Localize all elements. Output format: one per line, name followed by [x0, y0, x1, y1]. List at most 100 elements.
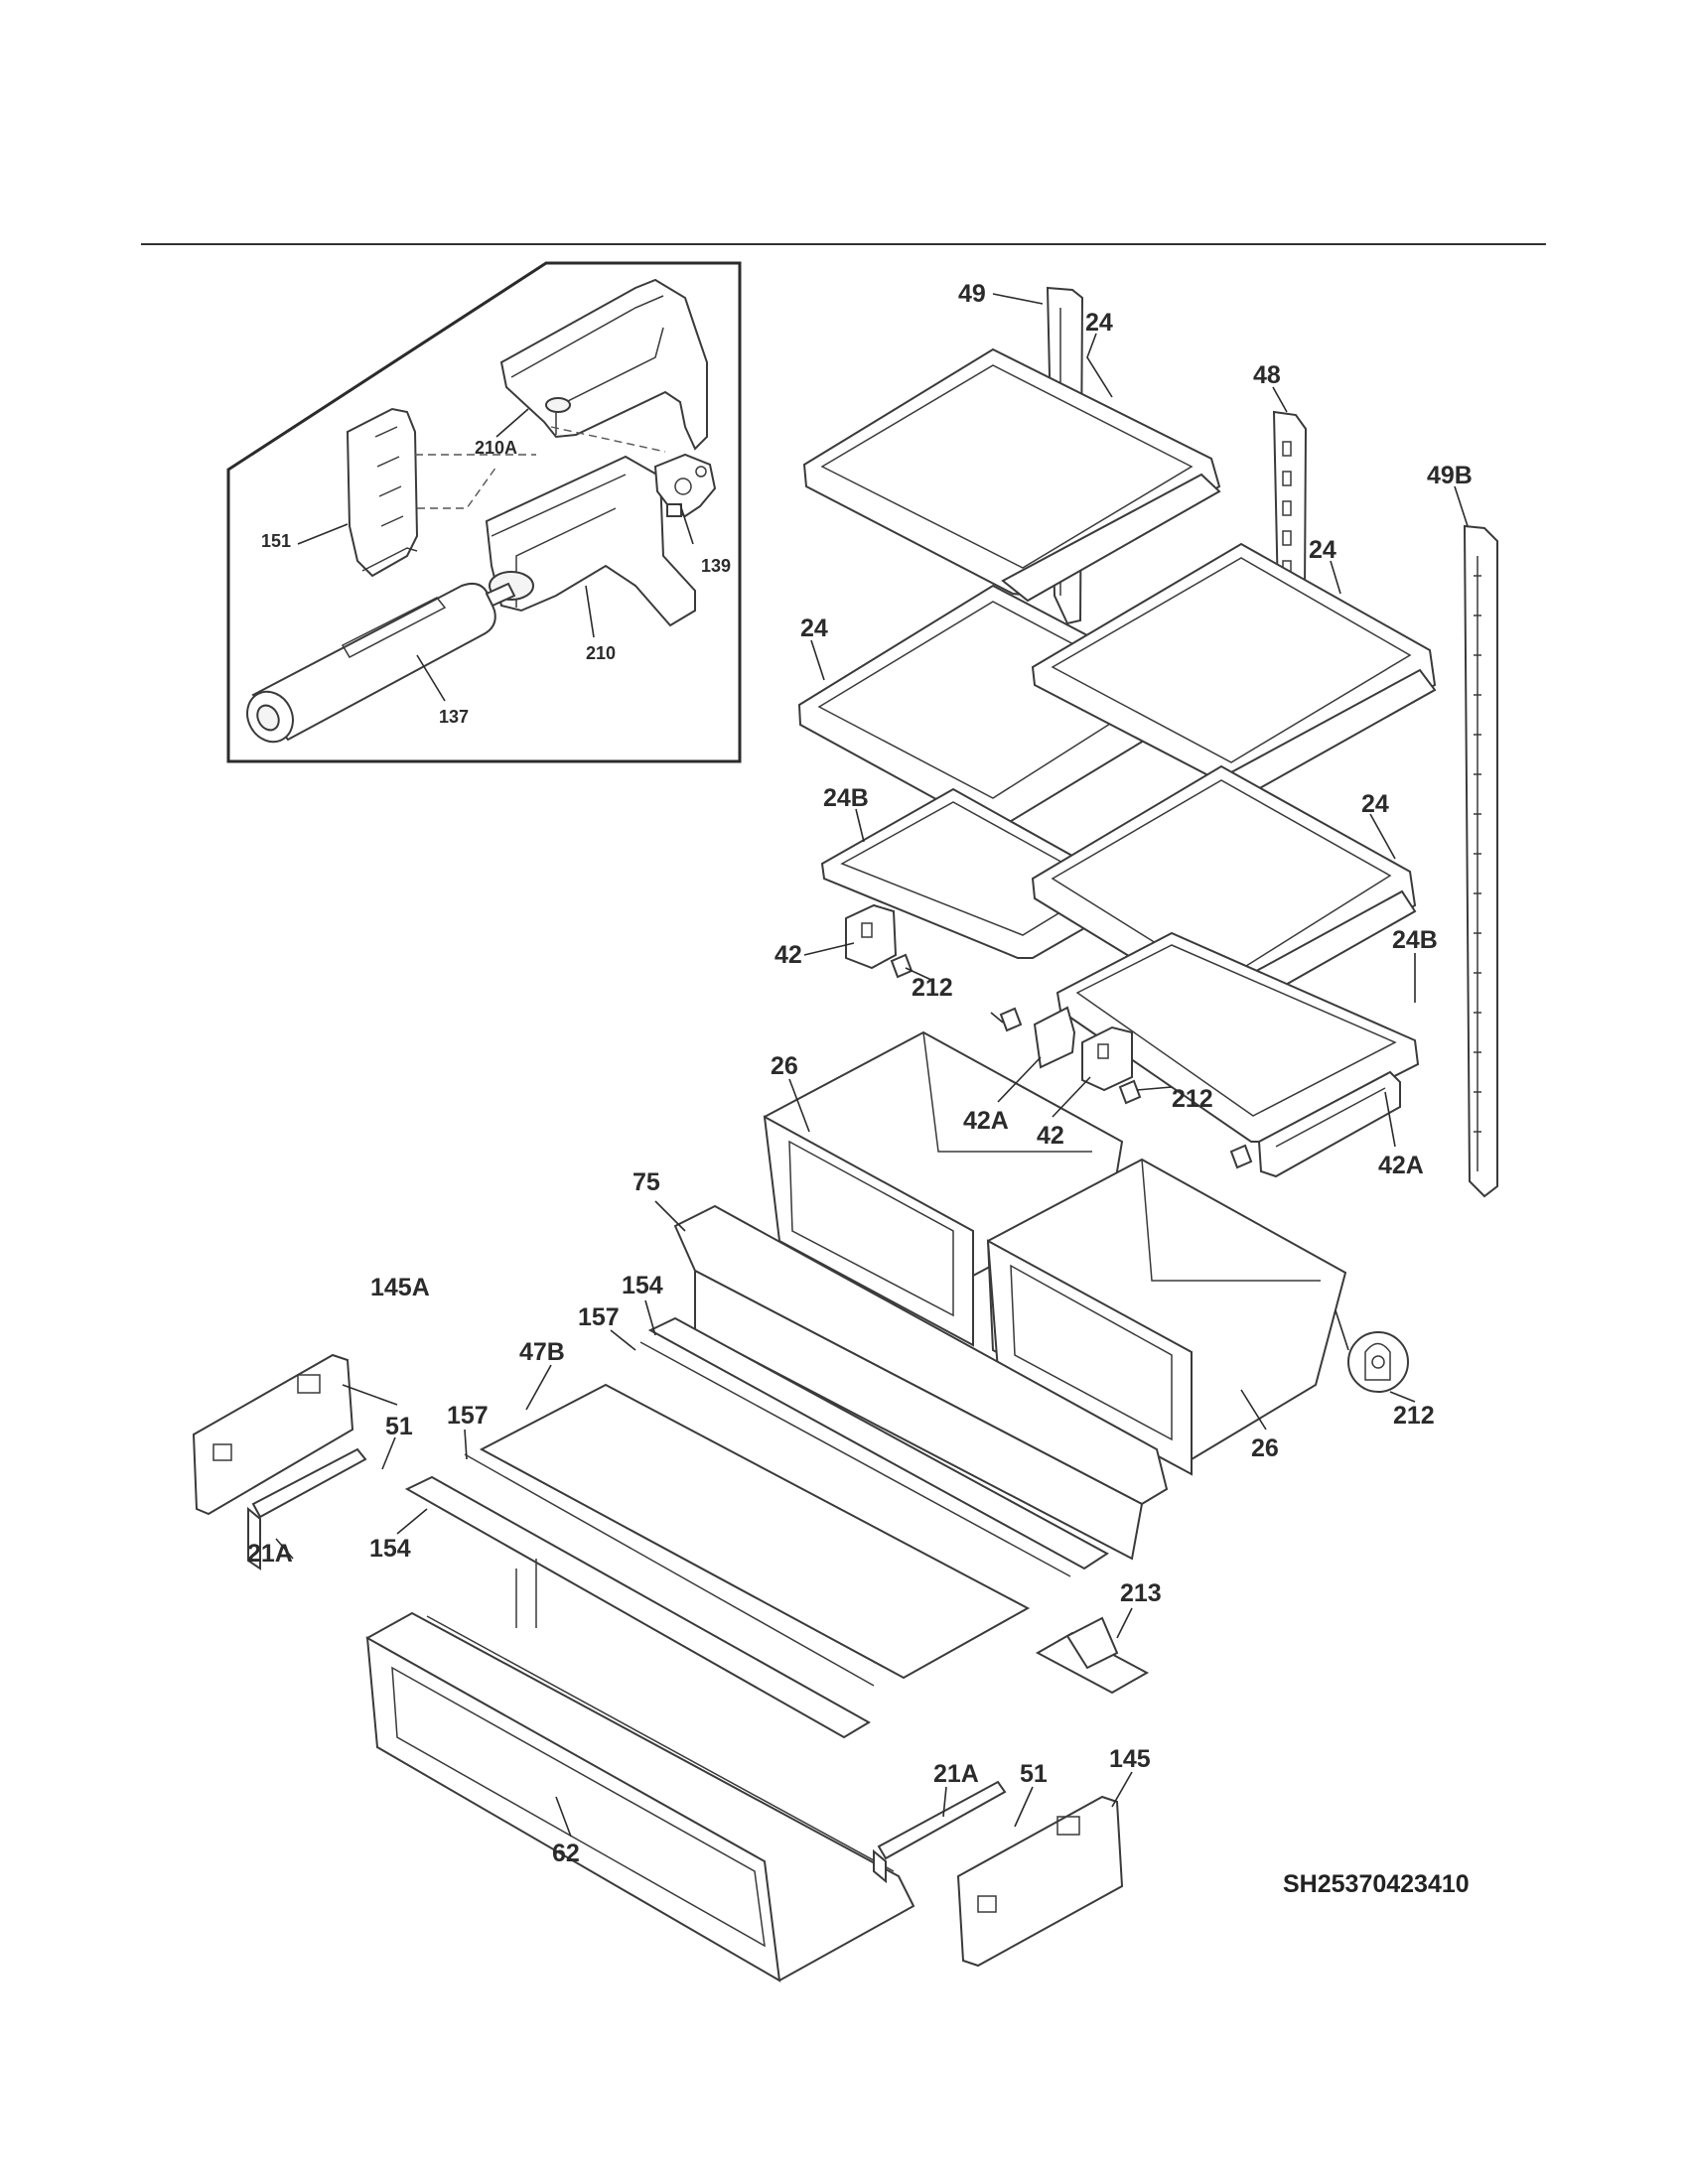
part-154-strip-top [647, 1316, 1109, 1570]
part-75-divider [673, 1204, 1169, 1561]
callout-49b: 49B [1427, 462, 1473, 489]
callout-42-left: 42 [774, 941, 802, 969]
inset-border [226, 261, 742, 763]
callout-213: 213 [1120, 1579, 1162, 1607]
leader-42a-mid [997, 1056, 1042, 1103]
leader-145a [342, 1384, 398, 1406]
part-145-guide-right [956, 1795, 1124, 1968]
leader-62 [555, 1796, 572, 1838]
callout-42a-mid: 42A [963, 1107, 1009, 1135]
leader-145 [1111, 1771, 1133, 1808]
callout-24b-right: 24B [1392, 926, 1438, 954]
leader-212-b-ext [990, 1012, 1004, 1024]
callout-24-top: 24 [1085, 309, 1113, 337]
callout-157-top: 157 [578, 1303, 620, 1331]
leader-137 [416, 654, 446, 702]
callout-24-right: 24 [1309, 536, 1336, 564]
callout-24-right-lower: 24 [1361, 790, 1389, 818]
callout-145: 145 [1109, 1745, 1151, 1773]
callout-137: 137 [439, 707, 469, 727]
part-26-crisper-left [763, 1030, 1124, 1347]
leader-157-top [610, 1329, 636, 1351]
leader-26-right [1240, 1389, 1267, 1431]
callout-154-left: 154 [369, 1535, 411, 1563]
leader-48 [1272, 386, 1288, 413]
callout-210a: 210A [475, 438, 517, 458]
callout-62: 62 [552, 1840, 580, 1867]
callout-139: 139 [701, 556, 731, 576]
part-139-valve [653, 453, 717, 518]
part-42-bracket-left [845, 903, 898, 970]
part-157-strip-top [639, 1341, 1071, 1577]
leader-213 [1116, 1607, 1133, 1639]
callout-24-left: 24 [800, 614, 828, 642]
callout-151: 151 [261, 531, 291, 551]
leader-75 [654, 1200, 686, 1232]
part-212-clip-c [1118, 1079, 1142, 1105]
leader-212-b [1136, 1086, 1173, 1091]
part-212-detail-circle [1335, 1309, 1409, 1393]
leader-21a-bottom [942, 1786, 947, 1818]
leader-24-right [1330, 560, 1341, 595]
leader-212-a [905, 967, 934, 982]
assembly-dashed-lines [415, 426, 666, 509]
callout-210: 210 [586, 643, 616, 663]
part-42-bracket-mid [1081, 1025, 1133, 1092]
leader-26-left [788, 1078, 810, 1133]
callout-154-top: 154 [622, 1272, 663, 1299]
leader-139 [679, 503, 694, 545]
part-49b-rail [1463, 524, 1498, 1198]
callout-49: 49 [958, 280, 986, 308]
leader-157-left [464, 1429, 468, 1460]
callout-212-a: 212 [912, 974, 953, 1002]
part-26-crisper-right [986, 1158, 1347, 1476]
part-137-filter-cartridge [246, 582, 516, 744]
part-51-slide-bottom [873, 1780, 1007, 1884]
leader-49b [1454, 485, 1469, 527]
part-154-strip-left [404, 1475, 871, 1739]
callout-157-left: 157 [447, 1402, 489, 1430]
part-47b-glass-panel [479, 1383, 1031, 1680]
part-212-clip-b [999, 1007, 1023, 1032]
part-42a-bracket-mid [1033, 1006, 1076, 1069]
part-213-latch [1035, 1616, 1150, 1695]
leader-210 [585, 585, 595, 638]
callout-51-bottom: 51 [1020, 1760, 1048, 1788]
callout-21a-bottom: 21A [933, 1760, 979, 1788]
callout-42a-right: 42A [1378, 1152, 1424, 1179]
part-157-strip-left [464, 1453, 875, 1687]
leader-42-mid [1052, 1076, 1091, 1118]
leader-49 [992, 293, 1044, 305]
callout-75: 75 [633, 1168, 660, 1196]
leader-51-bottom [1014, 1786, 1034, 1828]
callout-21a-left: 21A [247, 1540, 293, 1568]
callout-212-detail: 212 [1393, 1402, 1435, 1430]
callout-145a: 145A [370, 1274, 430, 1301]
leader-24-left [810, 639, 825, 681]
leader-21a-left [275, 1538, 294, 1560]
leader-24b-left [855, 808, 865, 843]
callout-26-right: 26 [1251, 1434, 1279, 1462]
leader-42-left [803, 942, 855, 956]
leader-24-top [1086, 333, 1113, 398]
callout-24b-left: 24B [823, 784, 869, 812]
leader-151 [297, 523, 349, 545]
part-212-clip-d [1229, 1144, 1253, 1169]
leader-154-left [396, 1508, 428, 1535]
leader-154-top [644, 1299, 656, 1336]
part-151-filter-door [346, 407, 419, 578]
part-42a-bracket-right [1257, 1070, 1401, 1178]
part-51-slide-left [247, 1447, 367, 1570]
leader-47b [525, 1364, 552, 1411]
part-210a-housing-cover [499, 278, 708, 451]
leader-24-right-lower [1369, 813, 1396, 860]
leader-42a-right [1384, 1091, 1396, 1148]
callout-42-mid: 42 [1037, 1122, 1064, 1150]
part-145a-guide-left [192, 1353, 354, 1516]
callout-47b: 47B [519, 1338, 565, 1366]
callout-51-left: 51 [385, 1413, 413, 1440]
part-212-clip-a [890, 953, 914, 979]
part-24-shelf-top [802, 347, 1221, 603]
